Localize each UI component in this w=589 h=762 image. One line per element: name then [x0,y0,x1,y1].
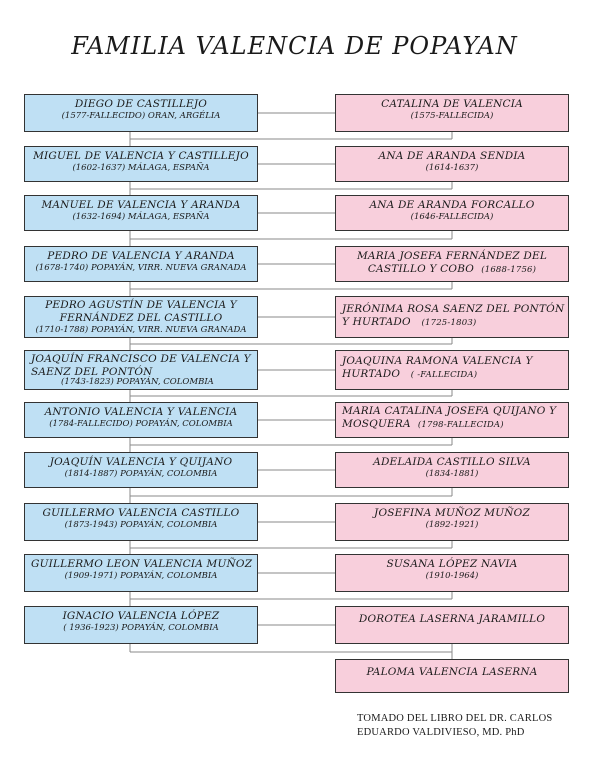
person-name-line2: FERNÁNDEZ DEL CASTILLO [59,312,223,324]
person-dates: (1710-1788) POPAYÁN, VIRR. NUEVA GRANADA [35,325,247,335]
person-box-joaquin-francisco-de-valencia[interactable]: JOAQUÍN FRANCISCO DE VALENCIA Y SAENZ DE… [24,350,258,390]
person-dates: (1834-1881) [425,469,479,479]
person-box-catalina-de-valencia[interactable]: CATALINA DE VALENCIA (1575-FALLECIDA) [335,94,569,132]
person-dates: (1678-1740) POPAYÁN, VIRR. NUEVA GRANADA [35,263,247,273]
person-box-maria-josefa-fernandez-del-castillo-y-cobo[interactable]: MARIA JOSEFA FERNÁNDEZ DEL CASTILLO Y CO… [335,246,569,282]
person-box-susana-lopez-navia[interactable]: SUSANA LÓPEZ NAVIA (1910-1964) [335,554,569,592]
source-line-2: EDUARDO VALDIVIESO, MD. PhD [357,727,525,738]
source-line-1: TOMADO DEL LIBRO DEL DR. CARLOS [357,713,553,724]
person-name: PEDRO DE VALENCIA Y ARANDA [47,250,235,262]
person-dates: (1632-1694) MÁLAGA, ESPAÑA [72,212,210,222]
person-dates: (1725-1803) [421,318,477,328]
person-name: MARIA CATALINA JOSEFA QUIJANO Y [342,405,557,417]
person-dates: (1909-1971) POPAYÁN, COLOMBIA [64,571,218,581]
person-box-ana-de-aranda-sendia[interactable]: ANA DE ARANDA SENDIA (1614-1637) [335,146,569,182]
person-name: JOAQUÍN FRANCISCO DE VALENCIA Y [31,353,251,365]
person-box-josefina-munoz-munoz[interactable]: JOSEFINA MUÑOZ MUÑOZ (1892-1921) [335,503,569,541]
person-box-joaquin-valencia-y-quijano[interactable]: JOAQUÍN VALENCIA Y QUIJANO (1814-1887) P… [24,452,258,488]
person-name: MIGUEL DE VALENCIA Y CASTILLEJO [33,150,249,162]
person-name: MANUEL DE VALENCIA Y ARANDA [41,199,241,211]
person-box-guillermo-valencia-castillo[interactable]: GUILLERMO VALENCIA CASTILLO (1873-1943) … [24,503,258,541]
person-dates: (1688-1756) [481,265,537,275]
person-name: ANTONIO VALENCIA Y VALENCIA [44,406,238,418]
person-box-pedro-agustin-de-valencia[interactable]: PEDRO AGUSTÍN DE VALENCIA Y FERNÁNDEZ DE… [24,296,258,338]
person-name: PALOMA VALENCIA LASERNA [366,666,538,678]
person-name-line2: CASTILLO Y COBO (1688-1756) [367,263,537,275]
person-dates: (1577-FALLECIDO) ORAN, ARGÉLIA [61,111,221,121]
person-dates: (1602-1637) MÁLAGA, ESPAÑA [72,163,210,173]
person-box-jeronima-rosa-saenz-del-ponton[interactable]: JERÓNIMA ROSA SAENZ DEL PONTÓN Y HURTADO… [335,296,569,338]
person-box-antonio-valencia-y-valencia[interactable]: ANTONIO VALENCIA Y VALENCIA (1784-FALLEC… [24,402,258,438]
person-box-adelaida-castillo-silva[interactable]: ADELAIDA CASTILLO SILVA (1834-1881) [335,452,569,488]
person-name: PEDRO AGUSTÍN DE VALENCIA Y [45,299,237,311]
person-name: CATALINA DE VALENCIA [381,98,523,110]
person-name: IGNACIO VALENCIA LÓPEZ [62,610,220,622]
person-box-pedro-de-valencia-y-aranda[interactable]: PEDRO DE VALENCIA Y ARANDA (1678-1740) P… [24,246,258,282]
person-dates: (1798-FALLECIDA) [417,420,504,430]
person-box-miguel-de-valencia-y-castillejo[interactable]: MIGUEL DE VALENCIA Y CASTILLEJO (1602-16… [24,146,258,182]
source-note: TOMADO DEL LIBRO DEL DR. CARLOS EDUARDO … [357,712,552,740]
person-name-line2: Y HURTADO (1725-1803) [342,316,477,328]
person-name: ADELAIDA CASTILLO SILVA [373,456,531,468]
person-dates: ( 1936-1923) POPAYÁN, COLOMBIA [63,623,219,633]
person-name: SUSANA LÓPEZ NAVIA [386,558,518,570]
person-dates: (1910-1964) [425,571,479,581]
person-name-line2: SAENZ DEL PONTÓN [31,366,153,378]
person-box-guillermo-leon-valencia-munoz[interactable]: GUILLERMO LEON VALENCIA MUÑOZ (1909-1971… [24,554,258,592]
person-name: MARIA JOSEFA FERNÁNDEZ DEL [356,250,548,262]
person-dates: (1873-1943) POPAYÁN, COLOMBIA [64,520,218,530]
person-name: JOSEFINA MUÑOZ MUÑOZ [374,507,530,519]
person-name: DOROTEA LASERNA JARAMILLO [358,613,546,625]
person-name-line2: HURTADO ( -FALLECIDA) [342,368,478,380]
person-name: GUILLERMO VALENCIA CASTILLO [42,507,240,519]
person-box-paloma-valencia-laserna[interactable]: PALOMA VALENCIA LASERNA [335,659,569,693]
person-name: ANA DE ARANDA SENDIA [378,150,526,162]
person-box-diego-de-castillejo[interactable]: DIEGO DE CASTILLEJO (1577-FALLECIDO) ORA… [24,94,258,132]
person-dates: ( -FALLECIDA) [410,370,478,380]
person-dates: (1814-1887) POPAYÁN, COLOMBIA [64,469,218,479]
person-name: ANA DE ARANDA FORCALLO [369,199,535,211]
person-box-ignacio-valencia-lopez[interactable]: IGNACIO VALENCIA LÓPEZ ( 1936-1923) POPA… [24,606,258,644]
person-name: JOAQUINA RAMONA VALENCIA Y [342,355,533,367]
person-name: JERÓNIMA ROSA SAENZ DEL PONTÓN [342,303,565,315]
person-name: DIEGO DE CASTILLEJO [74,98,208,110]
person-name: JOAQUÍN VALENCIA Y QUIJANO [49,456,233,468]
person-name-line2: MOSQUERA (1798-FALLECIDA) [342,418,504,430]
person-dates: (1892-1921) [425,520,479,530]
person-dates: (1784-FALLECIDO) POPAYÁN, COLOMBIA [49,419,233,429]
person-box-joaquina-ramona-valencia-y-hurtado[interactable]: JOAQUINA RAMONA VALENCIA Y HURTADO ( -FA… [335,350,569,390]
person-name: GUILLERMO LEON VALENCIA MUÑOZ [31,558,253,570]
person-box-ana-de-aranda-forcallo[interactable]: ANA DE ARANDA FORCALLO (1646-FALLECIDA) [335,195,569,231]
person-box-dorotea-laserna-jaramillo[interactable]: DOROTEA LASERNA JARAMILLO [335,606,569,644]
person-dates: (1646-FALLECIDA) [410,212,494,222]
person-box-manuel-de-valencia-y-aranda[interactable]: MANUEL DE VALENCIA Y ARANDA (1632-1694) … [24,195,258,231]
person-dates: (1743-1823) POPAYÁN, COLOMBIA [61,377,214,387]
person-dates: (1614-1637) [425,163,479,173]
person-dates: (1575-FALLECIDA) [410,111,494,121]
person-box-maria-catalina-josefa-quijano[interactable]: MARIA CATALINA JOSEFA QUIJANO Y MOSQUERA… [335,402,569,438]
page-title: FAMILIA VALENCIA DE POPAYAN [71,32,518,60]
